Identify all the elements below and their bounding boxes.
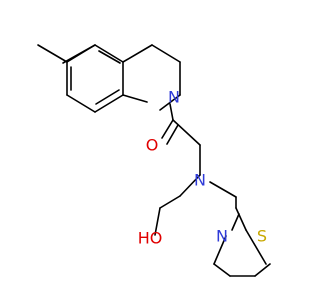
bond [166, 124, 179, 145]
bond [154, 207, 161, 236]
bond [122, 44, 153, 63]
atom-labels: N O N HO N S [138, 88, 267, 248]
thiazole-sulfur-label: S [257, 227, 267, 246]
bond [37, 44, 68, 63]
molecule-canvas: N O N HO N S [37, 44, 271, 277]
structure-diagram: N O N HO N S [37, 44, 271, 277]
bond [95, 89, 120, 105]
thiazole-nitrogen-label: N [216, 227, 228, 246]
bond [172, 119, 201, 146]
bond [235, 207, 247, 231]
bond [213, 263, 231, 277]
amine-nitrogen-label: N [194, 171, 206, 190]
bond [245, 229, 267, 265]
bonds [37, 44, 271, 277]
bond [169, 103, 174, 121]
bond [231, 213, 240, 231]
bond [122, 94, 148, 103]
bond [159, 94, 181, 111]
hydroxyl-label: HO [138, 229, 163, 248]
bond [66, 44, 96, 63]
bond [94, 94, 124, 113]
bond [213, 235, 227, 265]
bond [94, 44, 124, 63]
carbonyl-oxygen-label: O [146, 136, 159, 155]
bond [66, 94, 96, 113]
ring-nitrogen-label: N [168, 88, 180, 107]
bond [254, 263, 271, 277]
bond [209, 181, 237, 198]
bond [159, 195, 181, 209]
bond [151, 44, 181, 63]
bond [161, 119, 174, 139]
bond [179, 174, 201, 197]
bond [98, 50, 121, 64]
